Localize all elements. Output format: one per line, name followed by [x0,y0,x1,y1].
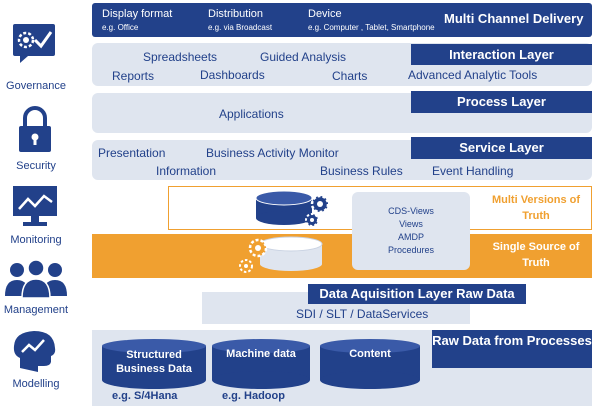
content-label: Content [349,348,391,360]
content-cylinder: Content [318,338,422,390]
display-format-heading: Display format [102,8,173,20]
interaction-layer-title: Interaction Layer [411,44,592,65]
machine-data-example: e.g. Hadoop [222,390,285,402]
views-label: Views [399,219,423,229]
gear-check-icon [10,22,60,63]
structured-data-cylinder: Structured Business Data [100,338,208,390]
procedures-label: Procedures [387,245,435,255]
raw-data-title: Raw Data from Processes [432,330,592,368]
charts-label: Charts [332,69,368,83]
people-icon [4,258,68,299]
sidebar-item-security: Security [16,160,56,172]
data-acquisition-title: Data Aquisition Layer Raw Data [308,284,526,304]
cds-views-label: CDS-Views [388,206,434,216]
multi-channel-delivery-bar: Display format e.g. Office Distribution … [92,3,592,37]
service-layer-title: Service Layer [411,137,592,159]
sidebar-item-management: Management [3,304,69,316]
monitor-chart-icon [10,184,60,226]
process-layer-title: Process Layer [411,91,592,113]
sidebar-item-modelling: Modelling [12,378,60,390]
dashboards-label: Dashboards [200,68,265,82]
multi-channel-delivery-title: Multi Channel Delivery [444,11,584,26]
distribution-example: e.g. via Broadcast [208,23,273,32]
single-source-panel [92,234,592,278]
information-label: Information [156,164,217,178]
business-activity-monitor-label: Business Activity Monitor [206,146,339,160]
spreadsheets-label: Spreadsheets [143,50,218,64]
database-gear-icon [252,190,334,230]
reports-label: Reports [112,69,155,83]
lock-icon [10,106,60,152]
database-light-icon [236,234,328,276]
presentation-label: Presentation [98,146,166,160]
machine-data-cylinder: Machine data [210,338,312,390]
multi-versions-title: Multi Versions of Truth [491,194,580,222]
cds-views-box: CDS-Views Views AMDP Procedures [352,192,470,270]
event-handling-label: Event Handling [432,164,514,178]
machine-data-label: Machine data [226,348,296,360]
applications-label: Applications [219,107,284,121]
device-example: e.g. Computer , Tablet, Smartphone [308,23,435,32]
structured-data-example: e.g. S/4Hana [112,390,178,402]
amdp-label: AMDP [397,232,424,242]
device-heading: Device [308,8,342,20]
sidebar-item-monitoring: Monitoring [10,234,62,246]
single-source-title: Single Source of Truth [492,241,580,269]
distribution-heading: Distribution [208,8,264,20]
sidebar-item-governance: Governance [6,80,66,92]
structured-data-label: Structured Business Data [116,349,192,375]
guided-analysis-label: Guided Analysis [260,50,347,64]
brain-chart-icon [10,328,60,372]
advanced-analytic-tools-label: Advanced Analytic Tools [408,68,538,82]
display-format-example: e.g. Office [102,23,139,32]
data-acquisition-items: SDI / SLT / DataServices [296,307,429,321]
business-rules-label: Business Rules [320,164,403,178]
